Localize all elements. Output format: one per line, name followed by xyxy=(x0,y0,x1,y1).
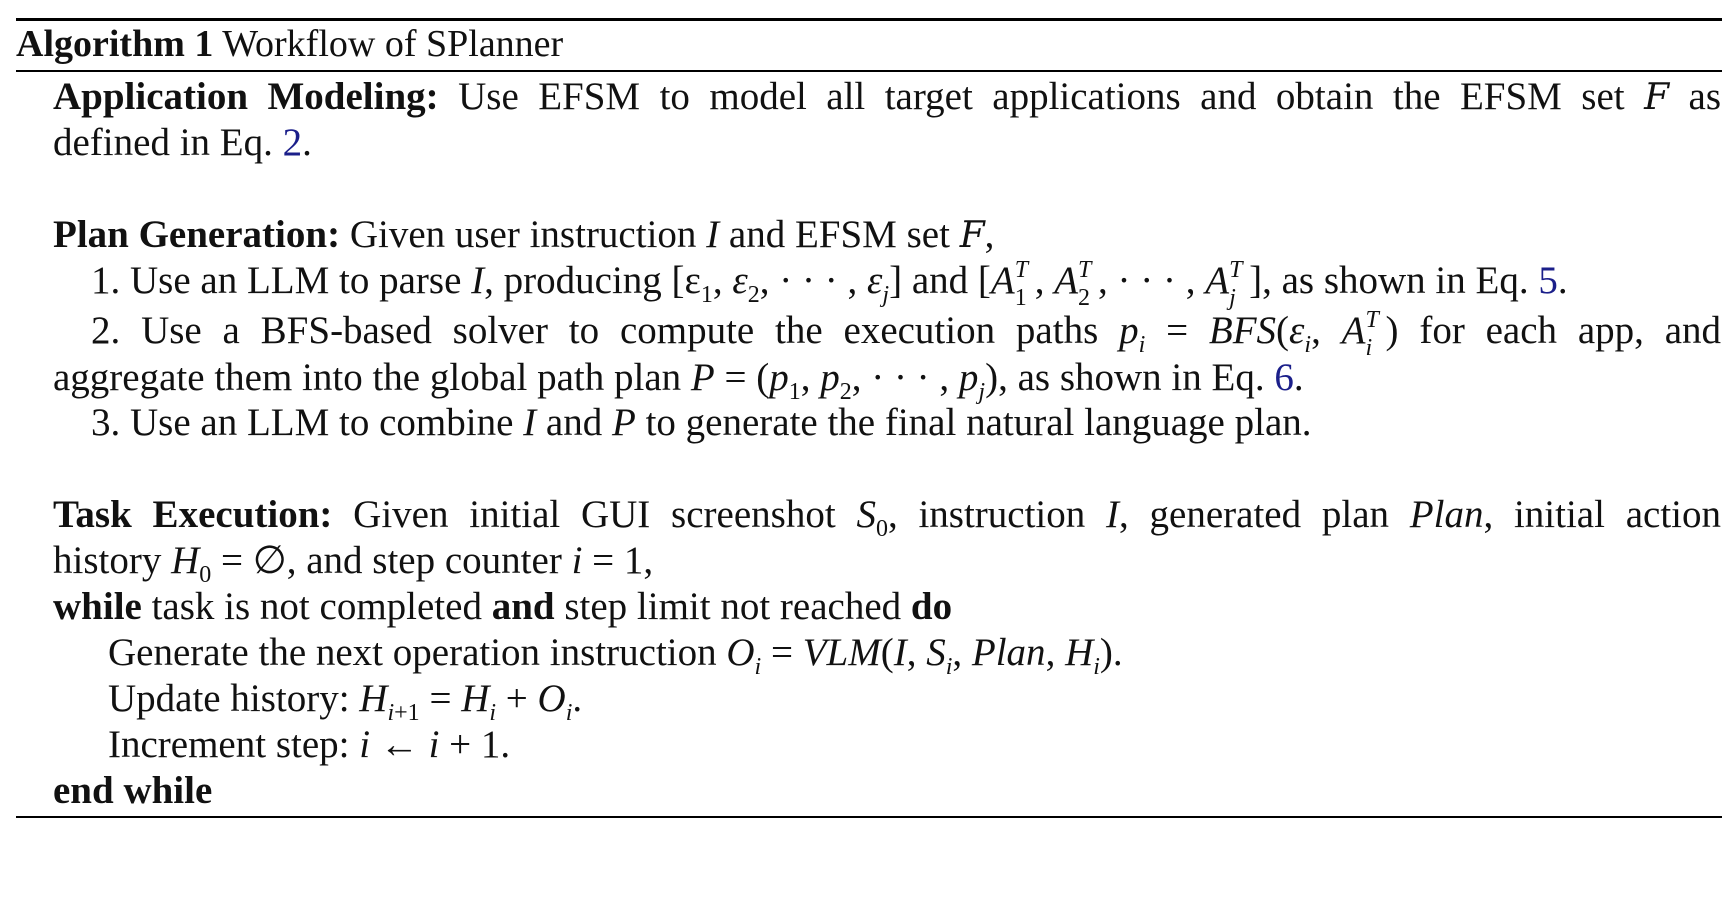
plan-heading: Plan Generation: xyxy=(53,213,341,256)
modeling-line-2: defined in Eq. 2. xyxy=(53,121,312,164)
eq-ref-2[interactable]: 2 xyxy=(282,121,303,164)
modeling-heading: Application Modeling: xyxy=(53,75,439,118)
modeling-line-1: Application Modeling: Use EFSM to model … xyxy=(53,75,1722,118)
end-while-keyword: end while xyxy=(53,769,213,812)
history-formula: Hi+1 = Hi + Oi. xyxy=(359,677,583,726)
top-rule xyxy=(16,18,1722,21)
plan-intro: Plan Generation: Given user instruction … xyxy=(53,213,995,256)
while-line: while task is not completed and step lim… xyxy=(53,585,953,628)
algorithm-box: Algorithm 1 Workflow of SPlanner Applica… xyxy=(16,18,1722,908)
do-keyword: do xyxy=(910,585,953,628)
caption-title: Workflow of SPlanner xyxy=(222,23,564,65)
plan-step-2-line-2: aggregate them into the global path plan… xyxy=(53,356,1304,405)
vlm-formula: Oi = VLM(I, Si, Plan, Hi). xyxy=(726,631,1123,680)
eq-ref-6[interactable]: 6 xyxy=(1274,356,1294,399)
loop-body-1: Generate the next operation instruction … xyxy=(108,631,1123,680)
plan-step-1: 1. Use an LLM to parse I, producing [ε1,… xyxy=(91,257,1568,311)
while-keyword: while xyxy=(53,585,142,628)
algorithm-caption: Algorithm 1 Workflow of SPlanner xyxy=(16,22,563,66)
caption-rule xyxy=(16,70,1722,72)
plan-step-3: 3. Use an LLM to combine I and P to gene… xyxy=(91,401,1312,444)
end-while-line: end while xyxy=(53,768,212,814)
epsilon-list: [ε1, ε2, · · · , εj] xyxy=(671,259,903,308)
execution-line-2: history H0 = ∅, and step counter i = 1, xyxy=(53,539,654,588)
execution-heading: Task Execution: xyxy=(53,493,333,536)
loop-body-2: Update history: Hi+1 = Hi + Oi. xyxy=(108,677,583,726)
execution-line-1: Task Execution: Given initial GUI screen… xyxy=(53,493,1722,542)
loop-body-3: Increment step: i ← i + 1. xyxy=(108,723,511,766)
caption-label: Algorithm 1 xyxy=(16,23,214,65)
efsm-set-symbol: F xyxy=(1644,77,1670,118)
eq-ref-5[interactable]: 5 xyxy=(1538,259,1558,302)
path-plan-formula: P = (p1, p2, · · · , pj) xyxy=(690,356,999,405)
bottom-rule xyxy=(16,816,1722,818)
increment-formula: i ← i + 1. xyxy=(359,723,511,766)
plan-step-2-line-1: 2. Use a BFS-based solver to compute the… xyxy=(91,307,1722,361)
